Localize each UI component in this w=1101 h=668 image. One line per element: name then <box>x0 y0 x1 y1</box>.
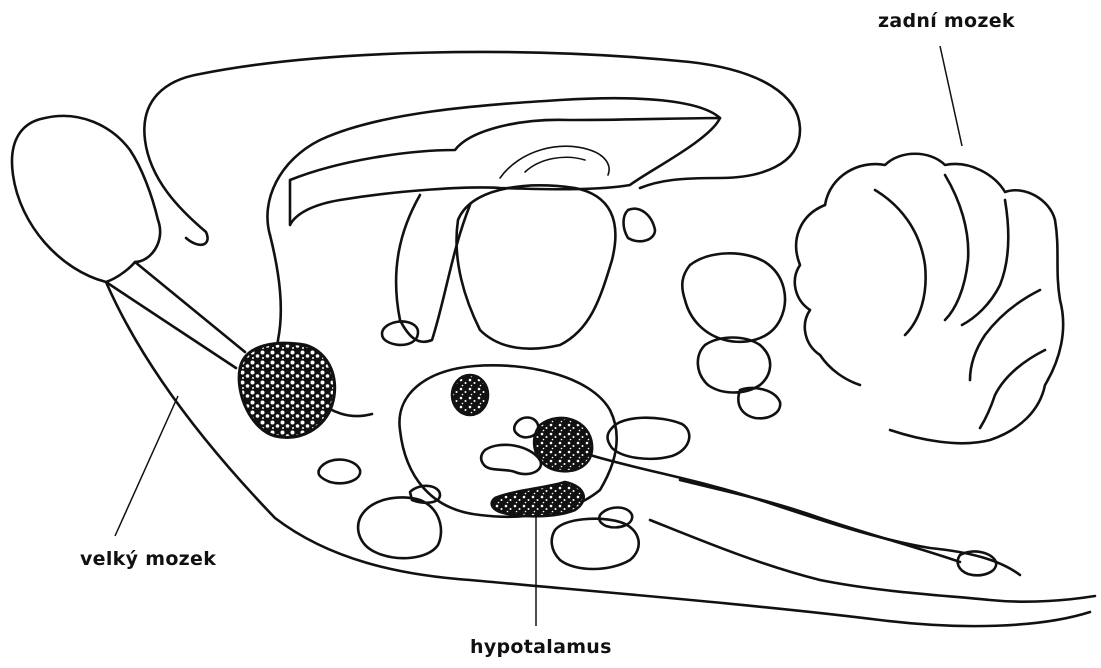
mammillary-curve <box>481 445 541 474</box>
hypothalamic-nucleus-upper <box>452 375 488 415</box>
brain-dorsal-outline <box>144 52 800 245</box>
cerebellum-anterior-lobe <box>795 205 860 385</box>
leader-line-hindbrain <box>940 46 962 146</box>
cerebellum-lobule-1 <box>875 190 926 335</box>
inferior-colliculus <box>682 253 785 341</box>
anterior-commissure <box>382 321 418 344</box>
pons-outline <box>590 455 1020 575</box>
cerebellum-outline <box>825 154 1063 444</box>
olfactory-tract-lower <box>106 282 236 368</box>
hypothalamic-nucleus-ventral <box>492 482 584 516</box>
hippocampus-arc-inner <box>525 157 585 172</box>
cerebellum-lobule-5 <box>980 350 1045 428</box>
ventral-blob-left <box>358 497 441 558</box>
septal-nucleus-speckled <box>239 343 335 437</box>
cerebrum-label: velký mozek <box>80 548 216 570</box>
midbrain-blob <box>608 418 690 459</box>
lateral-oval <box>318 460 360 484</box>
ventral-small-oval <box>599 508 632 528</box>
pineal-gland <box>624 209 656 242</box>
small-oval-hypothalamus <box>514 418 538 438</box>
leader-line-cerebrum <box>115 396 178 536</box>
brainstem-lower <box>650 520 1095 602</box>
cerebellum-lobule-2 <box>945 175 968 320</box>
hippocampus-arc <box>500 146 609 178</box>
midbrain-tectum-lobe <box>698 338 770 393</box>
hypothalamic-nucleus-right <box>534 418 592 471</box>
cerebellum-lobule-4 <box>970 290 1040 380</box>
thalamus-outline <box>457 185 616 348</box>
brain-outer-outline <box>106 282 1090 626</box>
hypothalamus-label: hypotalamus <box>470 636 612 658</box>
hindbrain-label: zadní mozek <box>878 10 1015 32</box>
olfactory-bulb-outline <box>12 116 160 282</box>
